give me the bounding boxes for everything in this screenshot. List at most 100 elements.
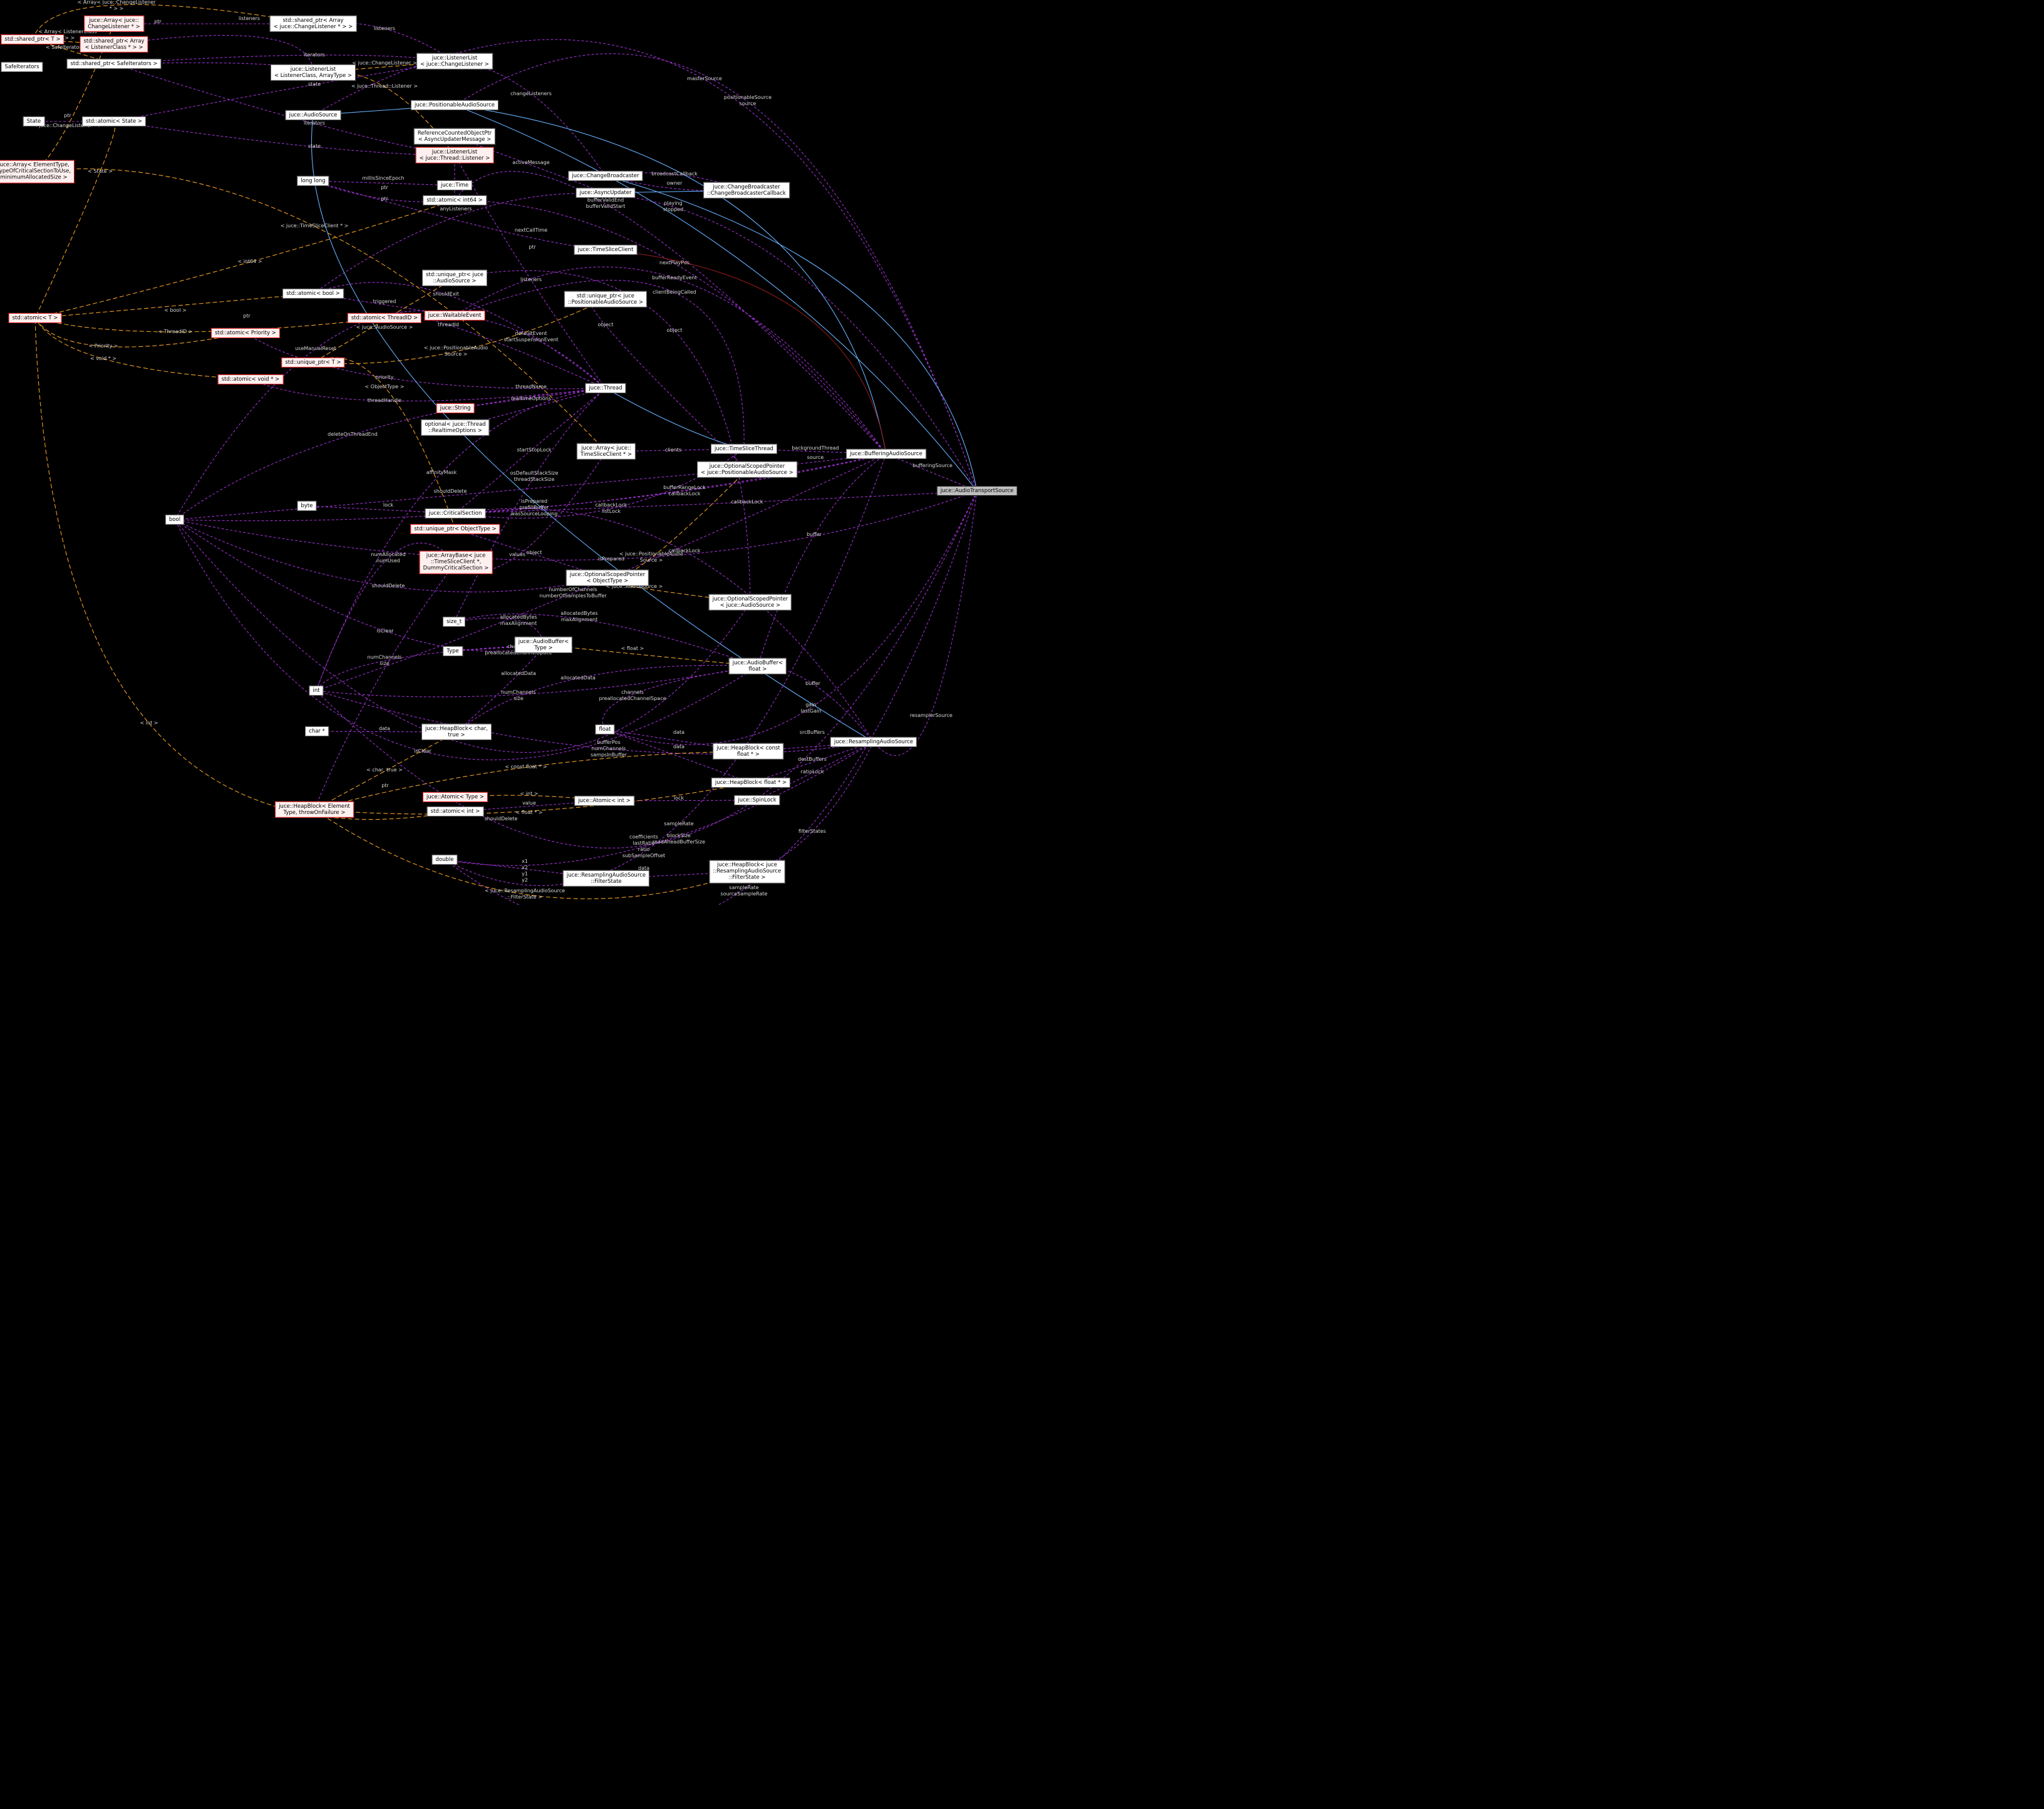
edge-label: state xyxy=(307,143,321,149)
edge-label: numberOfChannels numberOfSamplesToBuffer xyxy=(539,587,607,599)
edge-label: < int > xyxy=(520,791,539,796)
node-arr_tsc[interactable]: juce::Array< juce:: TimeSliceClient * > xyxy=(576,443,636,460)
node-ab_t[interactable]: juce::AudioBuffer< Type > xyxy=(514,636,573,654)
node-ll_cl[interactable]: juce::ListenerList < juce::ChangeListene… xyxy=(416,53,493,70)
node-double[interactable]: double xyxy=(431,854,458,865)
node-res[interactable]: juce::ResamplingAudioSource xyxy=(830,736,917,748)
node-si[interactable]: SafeIterators xyxy=(1,61,43,73)
node-at_tid[interactable]: std::atomic< ThreadID > xyxy=(347,312,422,324)
node-at_void[interactable]: std::atomic< void * > xyxy=(217,374,284,385)
node-hb_ct[interactable]: juce::HeapBlock< char, true > xyxy=(421,723,492,741)
node-osp_as[interactable]: juce::OptionalScopedPointer < juce::Audi… xyxy=(708,594,792,611)
node-type[interactable]: Type xyxy=(443,646,463,657)
edge-at_i64-longlong xyxy=(312,180,455,202)
edge-label: ptr xyxy=(381,783,389,788)
edge-label: clients xyxy=(664,447,682,453)
node-cbc[interactable]: juce::ChangeBroadcaster ::ChangeBroadcas… xyxy=(703,182,790,199)
node-bas[interactable]: juce::BufferingAudioSource xyxy=(846,448,926,460)
edge-osp_as-up_as xyxy=(454,270,751,603)
node-we[interactable]: juce::WaitableEvent xyxy=(424,310,485,321)
edge-label: < const float * > xyxy=(505,764,547,770)
edge-at_void-at_t xyxy=(34,317,251,380)
node-byte[interactable]: byte xyxy=(297,500,317,512)
node-osp_obj[interactable]: juce::OptionalScopedPointer < ObjectType… xyxy=(565,569,649,587)
node-hb_el[interactable]: juce::HeapBlock< Element Type, throwOnFa… xyxy=(275,801,354,818)
edge-label: bufferValidEnd bufferValidStart xyxy=(586,197,626,209)
node-at_bool[interactable]: std::atomic< bool > xyxy=(282,288,344,299)
node-sp_si[interactable]: std::shared_ptr< SafeIterators > xyxy=(66,58,162,70)
node-at_state[interactable]: std::atomic< State > xyxy=(81,116,147,127)
edge-label: srcBuffers xyxy=(799,729,825,735)
node-at_pri[interactable]: std::atomic< Priority > xyxy=(211,327,280,339)
node-hb_cf[interactable]: juce::HeapBlock< const float * > xyxy=(713,743,784,760)
node-tsc[interactable]: juce::TimeSliceClient xyxy=(574,244,637,255)
node-sp_t[interactable]: std::shared_ptr< T > xyxy=(1,34,65,45)
edge-label: lock xyxy=(383,502,394,508)
node-opt_rt[interactable]: optional< juce::Thread ::RealtimeOptions… xyxy=(421,419,490,436)
node-arr_el[interactable]: juce::Array< ElementType, TypeOfCritical… xyxy=(0,160,75,183)
edge-ats-double xyxy=(444,490,978,905)
node-hb_f[interactable]: juce::HeapBlock< float * > xyxy=(711,777,791,788)
node-tst[interactable]: juce::TimeSliceThread xyxy=(711,443,777,455)
node-ats[interactable]: juce::AudioTransportSource xyxy=(936,485,1018,497)
edge-label: backgroundThread xyxy=(792,445,839,451)
node-atom_int[interactable]: juce::Atomic< int > xyxy=(574,795,634,807)
edge-label: resamplerSource xyxy=(910,713,952,718)
node-float[interactable]: float xyxy=(595,724,615,735)
node-hb_fs[interactable]: juce::HeapBlock< juce ::ResamplingAudioS… xyxy=(709,860,785,884)
node-arr_cl[interactable]: juce::Array< juce:: ChangeListener * > xyxy=(84,15,144,33)
node-ab_f[interactable]: juce::AudioBuffer< float > xyxy=(728,657,787,675)
edge-thread-at_void xyxy=(250,379,606,402)
node-rcop[interactable]: ReferenceCountedObjectPtr < AsyncUpdater… xyxy=(413,128,496,145)
edge-label: data xyxy=(673,729,685,735)
node-fs[interactable]: juce::ResamplingAudioSource ::FilterStat… xyxy=(562,870,650,887)
edge-bas-at_i64 xyxy=(454,198,887,455)
node-longlong[interactable]: long long xyxy=(297,175,329,187)
edge-osp_obj-bool xyxy=(174,519,608,592)
node-ab[interactable]: juce::ArrayBase< juce ::TimeSliceClient … xyxy=(419,550,493,574)
node-up_as[interactable]: std::unique_ptr< juce ::AudioSource > xyxy=(422,269,487,287)
edge-ab_t-bool xyxy=(174,519,544,652)
edge-label: < Array< juce::ChangeListener * > > xyxy=(77,0,156,11)
node-string[interactable]: juce::String xyxy=(436,403,475,414)
node-ll_lc[interactable]: juce::ListenerList < ListenerClass, Arra… xyxy=(270,64,356,81)
node-int[interactable]: int xyxy=(309,685,324,696)
node-st_at_int[interactable]: std::atomic< int > xyxy=(426,806,484,817)
node-au[interactable]: juce::AsyncUpdater xyxy=(576,187,636,198)
edge-label: object xyxy=(666,327,683,333)
node-at_i64[interactable]: std::atomic< int64 > xyxy=(423,195,487,206)
edge-label: broadcastCallback xyxy=(651,171,698,177)
edge-label: < juce::TimeSliceClient * > xyxy=(280,223,349,229)
edge-label: bufferPos numChannels sampsInBuffer xyxy=(591,740,627,758)
node-sp_arr_lc[interactable]: std::shared_ptr< Array < ListenerClass *… xyxy=(80,36,148,53)
node-up_t[interactable]: std::unique_ptr< T > xyxy=(281,357,345,368)
node-bool[interactable]: bool xyxy=(165,514,185,525)
node-thread[interactable]: juce::Thread xyxy=(585,383,626,394)
node-ll_tl[interactable]: juce::ListenerList < juce::Thread::Liste… xyxy=(415,147,494,164)
node-cb[interactable]: juce::ChangeBroadcaster xyxy=(568,170,643,182)
edge-thread-size_t xyxy=(453,388,606,622)
node-up_pas[interactable]: std::unique_ptr< juce ::PositionableAudi… xyxy=(564,291,648,308)
node-atom_type[interactable]: juce::Atomic< Type > xyxy=(422,791,488,803)
node-at_t[interactable]: std::atomic< T > xyxy=(8,312,62,324)
node-time[interactable]: juce::Time xyxy=(436,180,473,191)
edge-ll_cl-sp_si xyxy=(113,54,455,66)
node-size_t[interactable]: size_t xyxy=(442,616,466,627)
node-sp_arr_cl[interactable]: std::shared_ptr< Array < juce::ChangeLis… xyxy=(269,15,357,33)
node-as[interactable]: juce::AudioSource xyxy=(285,110,341,121)
node-charp[interactable]: char * xyxy=(305,726,329,737)
node-cs[interactable]: juce::CriticalSection xyxy=(425,508,486,519)
edge-label: allocatedBytes maxAlignment xyxy=(500,614,537,626)
edge-label: object xyxy=(597,322,614,327)
node-up_obj[interactable]: std::unique_ptr< ObjectType > xyxy=(410,523,500,535)
node-state[interactable]: State xyxy=(23,116,45,127)
edge-label: clientBeingCalled xyxy=(653,289,696,295)
edge-osp_pas-bool xyxy=(174,469,748,522)
edge-label: threadId xyxy=(438,322,459,327)
node-pas[interactable]: juce::PositionableAudioSource xyxy=(410,100,499,111)
edge-label: allocatedData xyxy=(560,675,596,681)
node-osp_pas[interactable]: juce::OptionalScopedPointer < juce::Posi… xyxy=(697,461,797,478)
node-spin[interactable]: juce::SpinLock xyxy=(734,795,780,806)
edge-label: < ThreadID > xyxy=(158,329,193,334)
